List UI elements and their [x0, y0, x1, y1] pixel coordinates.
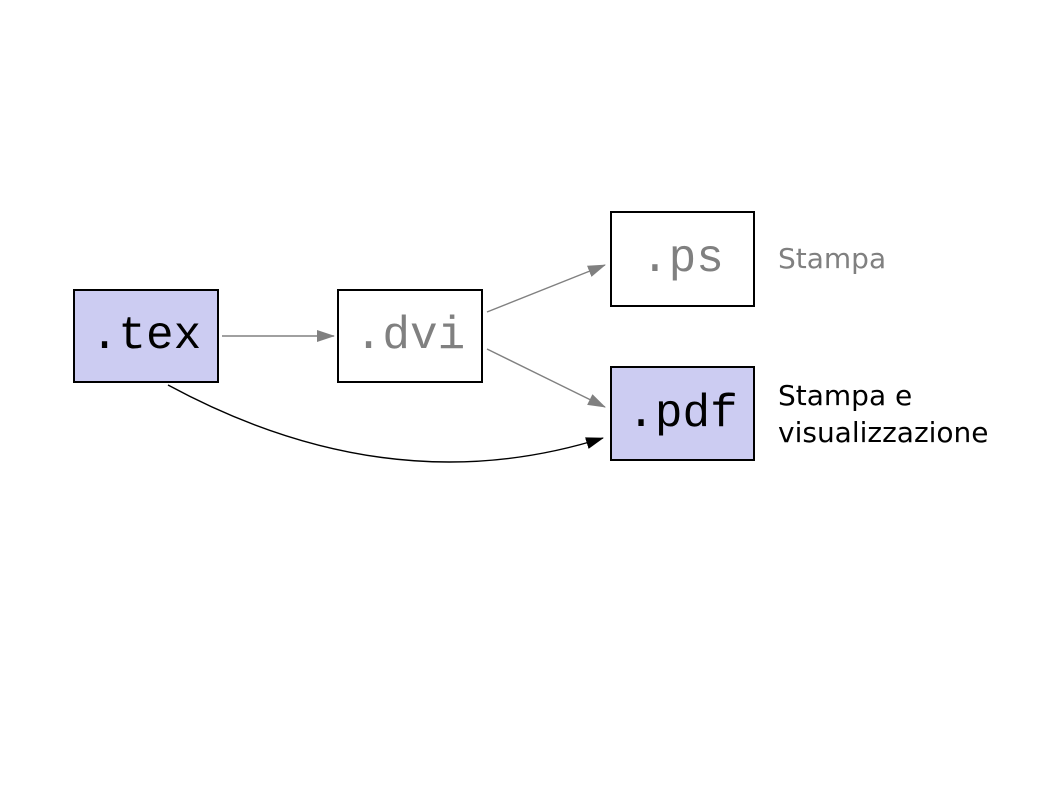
node-pdf-label: .pdf [627, 387, 738, 440]
node-ps: .ps [610, 211, 755, 307]
pdf-annotation-line2: visualizzazione [778, 416, 989, 449]
node-ps-label: .ps [641, 233, 724, 285]
pdf-annotation: Stampa e visualizzazione [778, 377, 989, 451]
node-dvi: .dvi [337, 289, 483, 383]
arrow-tex-to-pdf-curved [167, 384, 604, 463]
node-pdf: .pdf [610, 366, 755, 461]
node-tex-label: .tex [90, 310, 202, 362]
node-dvi-label: .dvi [354, 310, 466, 362]
arrow-dvi-to-pdf [486, 348, 606, 408]
node-tex: .tex [73, 289, 219, 383]
arrow-dvi-to-ps [486, 264, 606, 313]
pdf-annotation-line1: Stampa e [778, 379, 913, 412]
ps-annotation: Stampa [778, 242, 887, 275]
